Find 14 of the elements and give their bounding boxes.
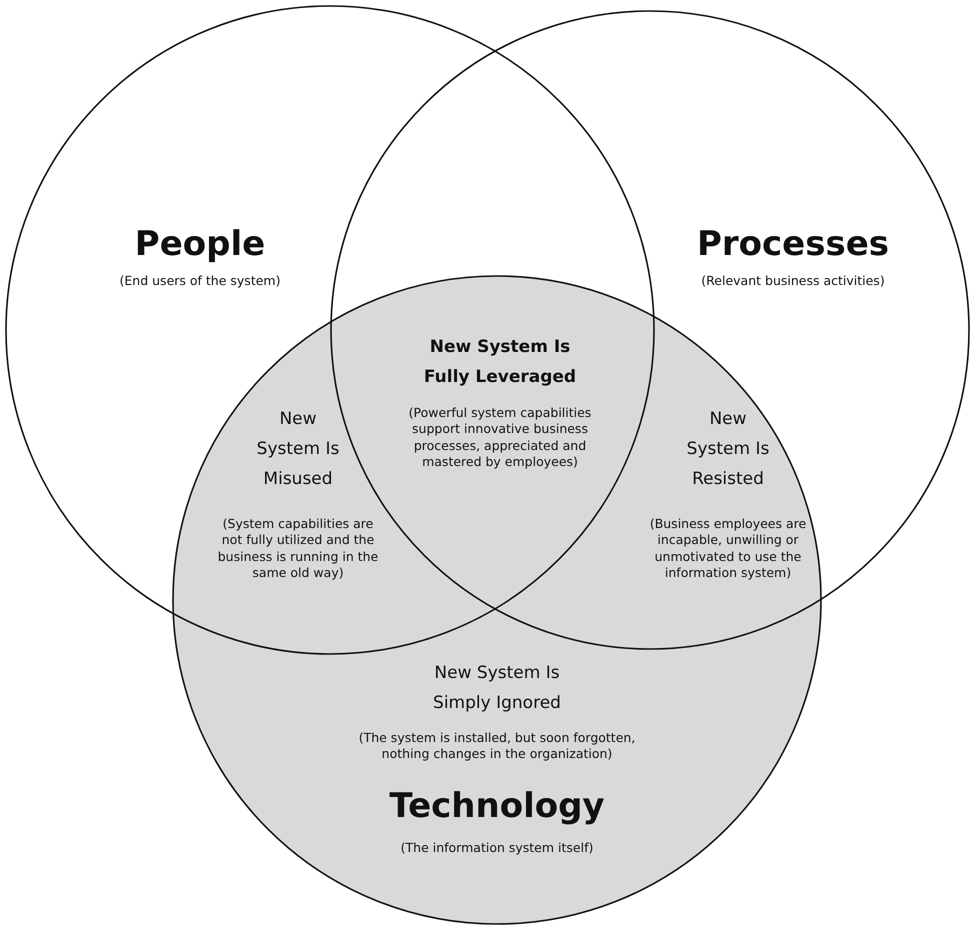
- region-title: New System Is Fully Leveraged: [422, 336, 578, 389]
- region-title: New System Is Simply Ignored: [432, 662, 562, 715]
- circle-heading: Technology: [388, 785, 606, 828]
- region-title: New System Is Misused: [256, 408, 340, 490]
- region-description: (The system is installed, but soon forgotten, nothing changes in the organization): [358, 730, 636, 762]
- circle-subtitle: (Relevant business activities): [700, 273, 886, 290]
- circle-heading: People: [134, 223, 266, 266]
- region-title: New System Is Resisted: [686, 408, 770, 490]
- circle-subtitle: (The information system itself): [400, 840, 594, 856]
- region-description: (Powerful system capabilities support innovative business processes, appreciated and mastered by employees): [408, 405, 592, 470]
- circle-subtitle: (End users of the system): [118, 273, 282, 290]
- region-description: (Business employees are incapable, unwilling or unmotivated to use the information system): [648, 516, 808, 581]
- region-description: (System capabilities are not fully utilized and the business is running in the same old way): [216, 516, 380, 581]
- circle-heading: Processes: [696, 223, 890, 266]
